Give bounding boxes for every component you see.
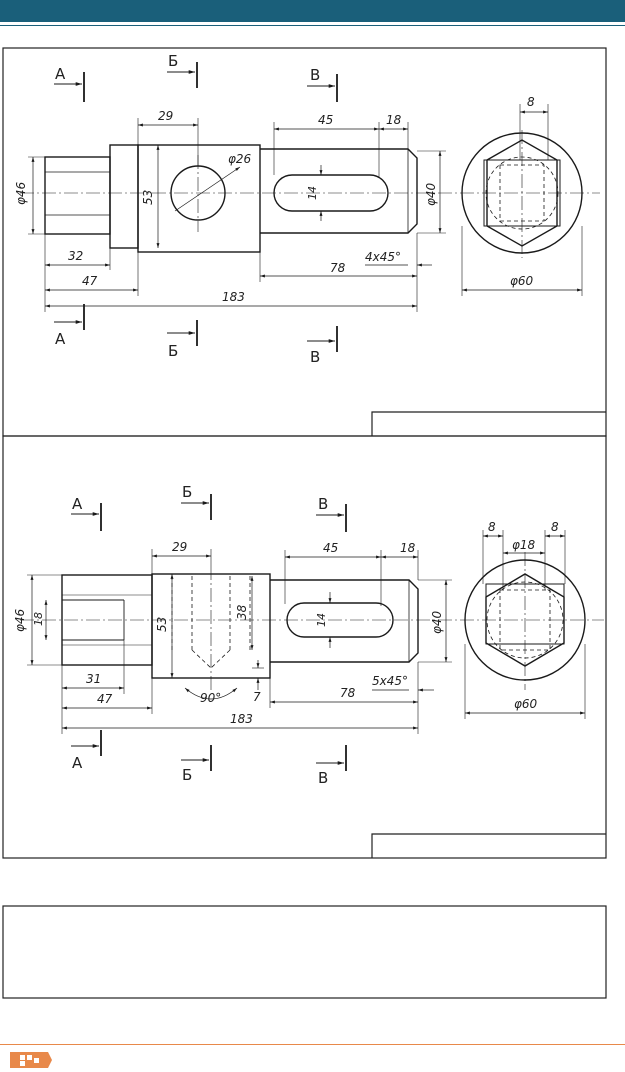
dim-18: 18 — [386, 113, 402, 127]
dim2-d60: φ60 — [514, 697, 538, 711]
dim2-5x45: 5x45° — [372, 674, 408, 688]
extension-lines-1 — [28, 104, 583, 312]
dim2-14: 14 — [315, 613, 328, 627]
section-arrows-2 — [71, 501, 344, 765]
section-label-b-bottom-2: Б — [182, 766, 192, 784]
dim2-38: 38 — [235, 604, 249, 620]
dim2-78: 78 — [340, 686, 356, 700]
section-marks-2 — [100, 494, 347, 771]
section-label-b-bottom: Б — [168, 342, 178, 360]
dimensions-2 — [30, 534, 585, 730]
dim-29: 29 — [158, 109, 173, 123]
section-label-v-top-2: В — [318, 495, 328, 513]
centerlines-2 — [20, 552, 604, 690]
dim2-47: 47 — [97, 692, 113, 706]
labels-1: А Б В А Б В φ46 53 29 φ26 45 18 14 φ40 8… — [14, 52, 535, 366]
dim-53: 53 — [141, 190, 155, 205]
section-label-a-bottom-2: А — [72, 754, 83, 772]
dim-8: 8 — [527, 95, 535, 109]
dim-d46: φ46 — [14, 181, 28, 205]
section-label-a-top-2: А — [72, 495, 83, 513]
publisher-logo-icon — [10, 1052, 52, 1068]
side-view-2 — [464, 559, 586, 681]
dim2-d18: φ18 — [512, 538, 536, 552]
dim2-d40: φ40 — [430, 610, 444, 634]
dim2-31: 31 — [86, 672, 101, 686]
dim2-183: 183 — [230, 712, 253, 726]
dim2-45: 45 — [323, 541, 338, 555]
side-view-1 — [461, 132, 583, 254]
header-bar — [0, 0, 625, 22]
dim2-18: 18 — [400, 541, 416, 555]
shaft-view-2 — [61, 573, 419, 679]
section-label-v-top: В — [310, 66, 320, 84]
dim2-8a: 8 — [488, 520, 496, 534]
dim2-90deg: 90° — [200, 691, 221, 705]
dim-4x45: 4x45° — [365, 250, 401, 264]
dim-32: 32 — [68, 249, 83, 263]
dim-47: 47 — [82, 274, 98, 288]
section-label-a-bottom: А — [55, 330, 66, 348]
dim-45: 45 — [318, 113, 333, 127]
dim2-7: 7 — [253, 690, 261, 704]
dim-78: 78 — [330, 261, 346, 275]
drawing-frame-2 — [2, 435, 607, 859]
section-label-v-bottom: В — [310, 348, 320, 366]
dim2-8b: 8 — [551, 520, 559, 534]
side-view-1-hidden — [485, 156, 559, 230]
dim2-18a: 18 — [32, 612, 45, 626]
section-marks-1 — [83, 62, 338, 352]
answer-box — [2, 905, 607, 999]
labels-2: А Б В А Б В φ46 18 53 38 29 45 18 14 φ40… — [13, 483, 559, 787]
centerlines-1 — [20, 130, 600, 258]
section-label-v-bottom-2: В — [318, 769, 328, 787]
dim2-d46: φ46 — [13, 608, 27, 632]
dim2-53: 53 — [155, 617, 169, 632]
dim-d60: φ60 — [510, 274, 534, 288]
dim-d40: φ40 — [424, 182, 438, 206]
section-label-b-top: Б — [168, 52, 178, 70]
section-arrows-1 — [54, 70, 335, 343]
dim-d26: φ26 — [228, 152, 252, 166]
section-label-b-top-2: Б — [182, 483, 192, 501]
dimensions-1 — [31, 110, 582, 308]
dim2-29: 29 — [172, 540, 187, 554]
side-view-2-hidden — [486, 581, 564, 659]
dim-14: 14 — [306, 186, 319, 200]
dim-183: 183 — [222, 290, 245, 304]
section-label-a-top: А — [55, 65, 66, 83]
footer-rule — [0, 1044, 625, 1045]
extension-lines-2 — [27, 530, 586, 734]
header-rule — [0, 25, 625, 26]
